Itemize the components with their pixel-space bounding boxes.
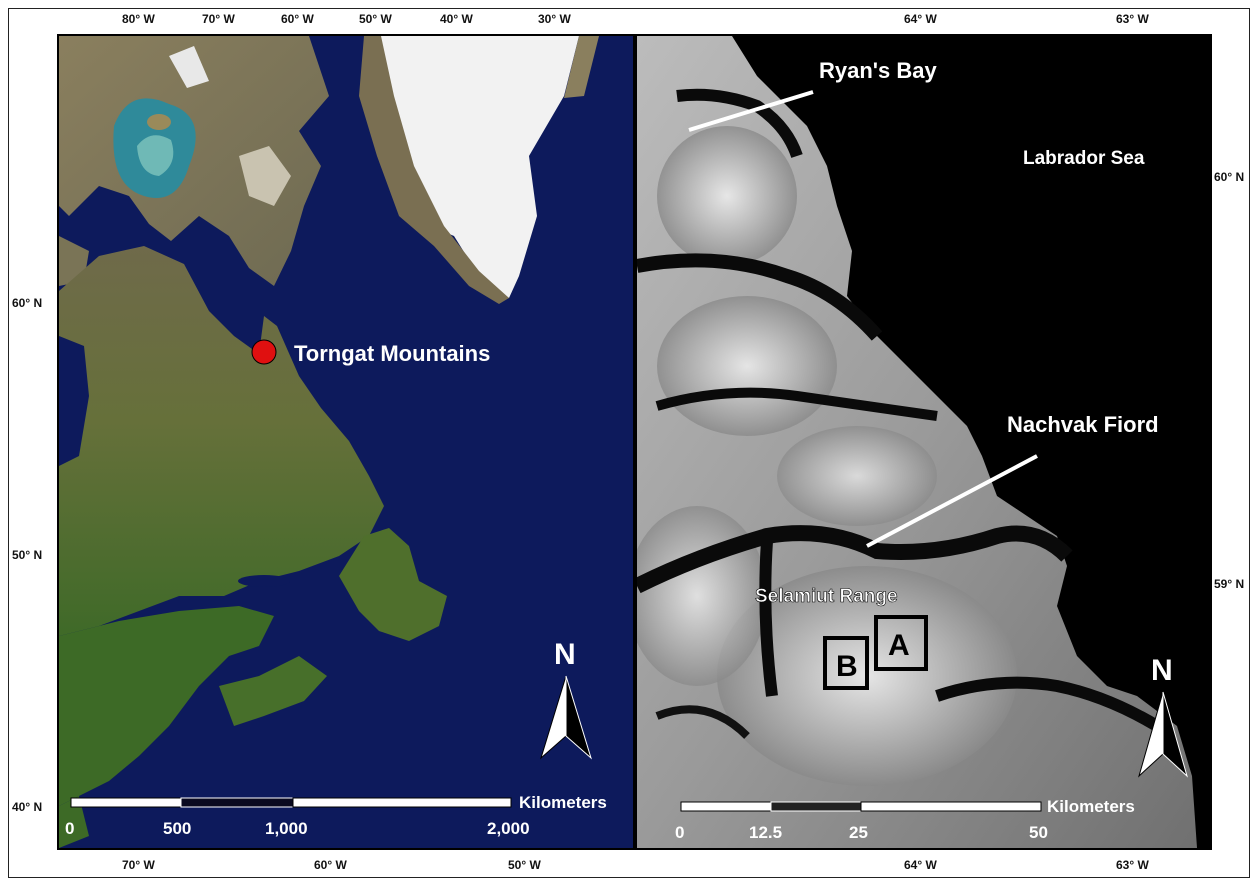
eastern-highlands bbox=[777, 426, 937, 526]
scale-label-1000: 1,000 bbox=[265, 819, 308, 838]
left-top-tick-30w: 30° W bbox=[538, 12, 571, 26]
southwest-valley bbox=[655, 705, 750, 739]
north-arrow-letter: N bbox=[554, 638, 576, 671]
baffin-island bbox=[59, 36, 329, 286]
dem-scale-label-0: 0 bbox=[675, 823, 684, 842]
scale-unit-label: Kilometers bbox=[519, 793, 607, 812]
left-bottom-tick-70w: 70° W bbox=[122, 858, 155, 872]
southeast-valley bbox=[935, 676, 1161, 732]
map-frame bbox=[8, 8, 1250, 878]
dem-scale-label-25: 25 bbox=[849, 823, 868, 842]
left-top-tick-70w: 70° W bbox=[202, 12, 235, 26]
scale-segment-2 bbox=[180, 797, 294, 808]
baffin-snow bbox=[239, 146, 291, 206]
scale-label-500: 500 bbox=[163, 819, 191, 838]
southern-valley bbox=[759, 540, 778, 697]
hudson-bay bbox=[59, 336, 89, 466]
greenland-coast bbox=[359, 36, 509, 304]
ryans-bay-fiord bbox=[676, 88, 803, 159]
scale-segment-1 bbox=[70, 797, 182, 808]
site-a-label: A bbox=[888, 629, 910, 662]
north-arrow-right-half bbox=[565, 675, 592, 760]
scale-label-2000: 2,000 bbox=[487, 819, 530, 838]
right-top-tick-63w: 63° W bbox=[1116, 12, 1149, 26]
greenland-east-coast bbox=[564, 36, 599, 98]
selamiut-range-label: Selamiut Range bbox=[755, 586, 898, 607]
ryans-bay-pointer bbox=[688, 90, 814, 132]
northern-valley bbox=[637, 253, 883, 341]
anticosti-strait bbox=[238, 575, 290, 587]
overview-map-graphic: Torngat Mountains N Kilometers 0 500 1,0… bbox=[59, 36, 633, 848]
labrador-sea-label: Labrador Sea bbox=[1023, 148, 1145, 169]
left-top-tick-60w: 60° W bbox=[281, 12, 314, 26]
northern-highlands bbox=[657, 126, 797, 266]
right-side-tick-59n: 59° N bbox=[1214, 577, 1245, 591]
newfoundland bbox=[339, 528, 447, 641]
dem-north-arrow-letter: N bbox=[1151, 654, 1173, 687]
nova-scotia bbox=[219, 656, 327, 726]
nachvak-fiord-channel bbox=[637, 525, 1073, 594]
left-bottom-tick-50w: 50° W bbox=[508, 858, 541, 872]
scale-segment-3 bbox=[292, 797, 512, 808]
left-top-tick-50w: 50° W bbox=[359, 12, 392, 26]
nachvak-fiord-label: Nachvak Fiord bbox=[1007, 412, 1159, 437]
right-bottom-tick-64w: 64° W bbox=[904, 858, 937, 872]
left-top-tick-40w: 40° W bbox=[440, 12, 473, 26]
prince-charles-island bbox=[147, 114, 171, 130]
dem-scale-unit-label: Kilometers bbox=[1047, 797, 1135, 816]
left-side-tick-60n: 60° N bbox=[12, 296, 43, 310]
labrador-quebec bbox=[59, 246, 384, 636]
dem-scale-label-12-5: 12.5 bbox=[749, 823, 782, 842]
site-a-box bbox=[874, 615, 928, 671]
dem-scale-segment-3 bbox=[860, 801, 1042, 812]
site-b-label: B bbox=[836, 650, 858, 683]
torngat-location-marker bbox=[251, 339, 277, 365]
central-highlands bbox=[657, 296, 837, 436]
overview-satellite-map: Torngat Mountains N Kilometers 0 500 1,0… bbox=[57, 34, 635, 850]
torngat-mountains-label: Torngat Mountains bbox=[294, 341, 490, 366]
scale-label-0: 0 bbox=[65, 819, 74, 838]
left-side-tick-40n: 40° N bbox=[12, 800, 43, 814]
left-side-tick-50n: 50° N bbox=[12, 548, 43, 562]
right-top-tick-64w: 64° W bbox=[904, 12, 937, 26]
dem-scale-segment-2 bbox=[770, 801, 862, 812]
right-bottom-tick-63w: 63° W bbox=[1116, 858, 1149, 872]
nachvak-fiord-pointer bbox=[866, 454, 1038, 548]
greenland-ice-sheet bbox=[364, 36, 579, 298]
left-bottom-tick-60w: 60° W bbox=[314, 858, 347, 872]
dem-north-arrow-right-half bbox=[1162, 691, 1188, 778]
dem-map-graphic: Ryan's Bay Labrador Sea Nachvak Fiord Se… bbox=[637, 36, 1210, 848]
dem-detail-map: Ryan's Bay Labrador Sea Nachvak Fiord Se… bbox=[635, 34, 1212, 850]
site-b-box bbox=[823, 636, 869, 690]
left-top-tick-80w: 80° W bbox=[122, 12, 155, 26]
us-coast bbox=[59, 796, 89, 848]
mid-valley bbox=[655, 387, 938, 421]
maritimes-new-england bbox=[59, 606, 274, 806]
baffin-ice-cap bbox=[169, 46, 209, 88]
ryans-bay-label: Ryan's Bay bbox=[819, 58, 937, 83]
right-side-tick-60n: 60° N bbox=[1214, 170, 1245, 184]
foxe-basin-shallows bbox=[137, 135, 174, 176]
dem-scale-label-50: 50 bbox=[1029, 823, 1048, 842]
dem-scale-segment-1 bbox=[680, 801, 772, 812]
